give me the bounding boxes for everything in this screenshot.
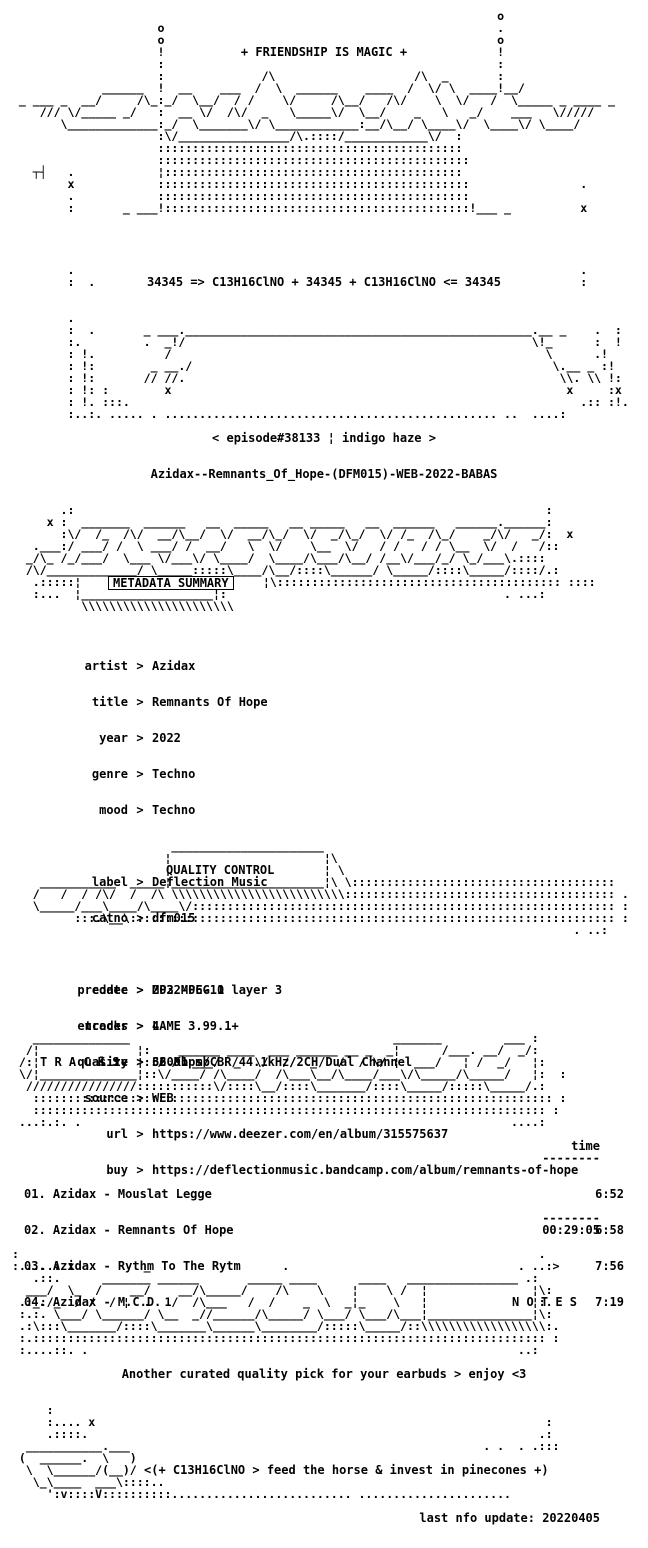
metadata-divider-art-3: \\\\\\\\\\\\\\\\\\\\\\ (12, 599, 234, 613)
metadata-section-title: METADATA SUMMARY (108, 576, 234, 590)
meta-row-title: title>Remnants Of Hope (91, 695, 268, 709)
meta-row-catno: catno>dfm015 (91, 911, 196, 925)
notes-section-title: N O T E S (512, 1295, 578, 1309)
meta-row-predate: predate>2022-06-10 (77, 983, 225, 997)
release-name: Azidax--Remnants_Of_Hope-(DFM015)-WEB-20… (150, 467, 498, 481)
notes-text: Another curated quality pick for your ea… (121, 1367, 527, 1381)
metadata-divider-art: ¦\::::::::::::::::::::::::::::::::::::::… (256, 575, 596, 589)
frame-ascii-art: . . : . : . : . _ ___.___ (67, 263, 629, 421)
quality-row-encoder: encoder>LAME 3.99.1+ (77, 1019, 239, 1033)
quality-row-quality: quality>320Kbps/CBR/44.1kHz/2CH/Dual Cha… (77, 1055, 413, 1069)
meta-row-tracks: tracks>4 (84, 1019, 160, 1033)
quality-section-title: QUALITY CONTROL (166, 863, 275, 877)
quality-row-source: source>WEB (84, 1091, 174, 1105)
footer-ascii-art-2: \_\____ ___\::::.. ':v::::V::::::::::...… (32, 1475, 511, 1501)
header-title: + FRIENDSHIP IS MAGIC + (240, 45, 408, 59)
meta-row-genre: genre>Techno (91, 767, 196, 781)
meta-row-mood: mood>Techno (99, 803, 196, 817)
total-rule: -------- (542, 1211, 600, 1225)
last-update: last nfo update: 20220405 (419, 1511, 600, 1525)
episode-line: < episode#38133 ¦ indigo haze > (212, 431, 436, 445)
url-link[interactable]: https://www.deezer.com/en/album/31557563… (152, 1127, 449, 1141)
meta-row-artist: artist>Azidax (84, 659, 196, 673)
metadata-list: artist>Azidax title>Remnants Of Hope yea… (0, 636, 578, 1200)
time-rule: -------- (542, 1151, 600, 1165)
metadata-ascii-art: .: : x : _______ ______ __ _____ __ ____… (25, 503, 574, 589)
meta-row-url[interactable]: url>https://www.deezer.com/en/album/3155… (106, 1127, 449, 1141)
footer-tagline: <(+ C13H16ClNO > feed the horse & invest… (144, 1463, 549, 1477)
quality-list: codec>MP3 MPEG 1 layer 3 encoder>LAME 3.… (0, 960, 412, 1128)
tracks-section-title: T R A C K S (40, 1055, 120, 1069)
metadata-divider-art-2: :... ¦___________________¦: . ...: (12, 587, 546, 601)
meta-row-label: label>Deflection Music (91, 875, 268, 889)
formula-line: 34345 => C13H16ClNO + 34345 + C13H16ClNO… (146, 275, 501, 289)
meta-row-year: year>2022 (99, 731, 181, 745)
time-header: time (571, 1139, 600, 1153)
meta-row-size: size>66.91 mb (99, 1055, 210, 1069)
buy-link[interactable]: https://deflectionmusic.bandcamp.com/alb… (152, 1163, 579, 1177)
footer-ascii-art: : :.... x : .::::. .: ___________.___ (18, 1403, 560, 1477)
header-ascii-art: o o . o o ! (18, 9, 615, 215)
quality-row-codec: codec>MP3 MPEG 1 layer 3 (91, 983, 283, 997)
meta-row-buy[interactable]: buy>https://deflectionmusic.bandcamp.com… (106, 1163, 579, 1177)
tracks-ascii-art: ______________ _______ ___ : /¦ ¦: _____… (18, 1031, 567, 1129)
notes-ascii-art: : . :.....: x _ . . ..:> .::. _______ __… (12, 1247, 560, 1357)
track-row: 04. Azidax - M.C.D.7:19 (24, 1295, 624, 1309)
total-time: 00:29:05 (542, 1223, 600, 1237)
quality-ascii-art: ______________________ ¦ ¦\ ¦ ¦ \ ______… (32, 839, 629, 937)
